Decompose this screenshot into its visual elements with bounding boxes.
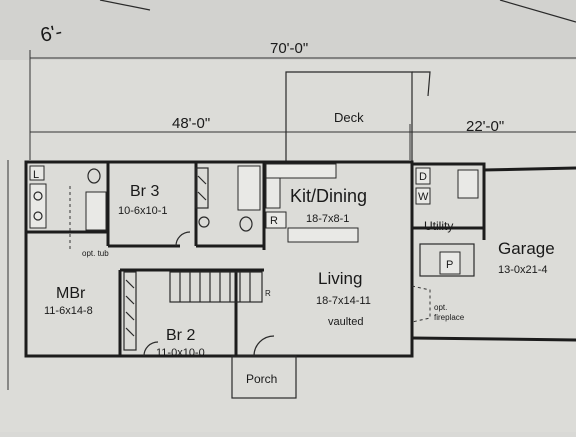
deck-outline [285, 71, 413, 162]
corner-dimension-mark: 6'- [38, 21, 64, 47]
linen-label: L [33, 169, 39, 181]
linen-closet [29, 165, 45, 181]
paper-top-shade [0, 0, 576, 60]
vanity [29, 183, 47, 229]
living-size: 18-7x14-11 [316, 295, 371, 307]
mbr-name: MBr [56, 285, 86, 302]
deck-label: Deck [334, 110, 364, 125]
house-width-label: 48'-0" [172, 115, 210, 132]
stair-mark: R [265, 289, 271, 298]
kitchen-counter-side [265, 177, 281, 209]
entry-door-swing [253, 335, 275, 357]
mbr-size: 11-6x14-8 [44, 305, 93, 317]
closet-door-marks [125, 279, 135, 337]
utility-name: Utility [424, 219, 453, 233]
stairs [169, 271, 263, 303]
deck-step [412, 71, 431, 97]
refrigerator-label: R [270, 215, 278, 227]
bathtub-icon [85, 191, 107, 231]
bathtub-icon [237, 165, 261, 211]
door-swing [175, 231, 191, 247]
garage-bottom-wall [411, 336, 576, 342]
corner-line [99, 0, 151, 11]
sink-icon [33, 211, 43, 221]
mbr-closet [123, 271, 137, 351]
living-note: vaulted [328, 316, 363, 328]
br3-closet [195, 167, 209, 209]
sink-icon [198, 216, 210, 228]
opt-fireplace-note-1: opt. [434, 303, 447, 312]
washer-label: W [418, 191, 429, 203]
closet-door-marks [197, 175, 207, 201]
opt-fireplace-note-2: fireplace [434, 313, 465, 322]
dryer [415, 167, 431, 185]
opt-fireplace-outline [411, 285, 431, 323]
porch-label: Porch [246, 372, 277, 386]
br2-name: Br 2 [166, 327, 195, 344]
opt-tub-note: opt. tub [82, 249, 109, 258]
garage-width-label: 22'-0" [466, 118, 504, 135]
corner-line [499, 0, 576, 23]
dryer-label: D [419, 171, 427, 183]
kitchen-island [287, 227, 359, 243]
house-exterior-wall [24, 160, 414, 358]
door-swing [143, 341, 159, 357]
br2-size: 11-0x10-0 [156, 347, 205, 359]
stair-treads [179, 272, 251, 302]
kitchen-counter [265, 163, 337, 179]
garage-size: 13-0x21-4 [498, 264, 548, 276]
br3-size: 10-6x10-1 [118, 205, 168, 217]
kitchen-name: Kit/Dining [290, 186, 367, 206]
garage-name: Garage [498, 239, 555, 258]
toilet-icon [87, 168, 101, 184]
washer [415, 187, 431, 205]
utility-sink [457, 169, 479, 199]
pantry [439, 251, 461, 275]
pantry-outline [419, 243, 475, 277]
pantry-label: P [446, 259, 453, 271]
overall-dimension-label: 70'-0" [270, 40, 308, 57]
br3-name: Br 3 [130, 183, 159, 200]
sink-icon [33, 191, 43, 201]
living-name: Living [318, 269, 362, 288]
toilet-icon [239, 216, 253, 232]
porch-outline [231, 355, 297, 399]
kitchen-size: 18-7x8-1 [306, 213, 349, 225]
refrigerator [265, 211, 287, 229]
